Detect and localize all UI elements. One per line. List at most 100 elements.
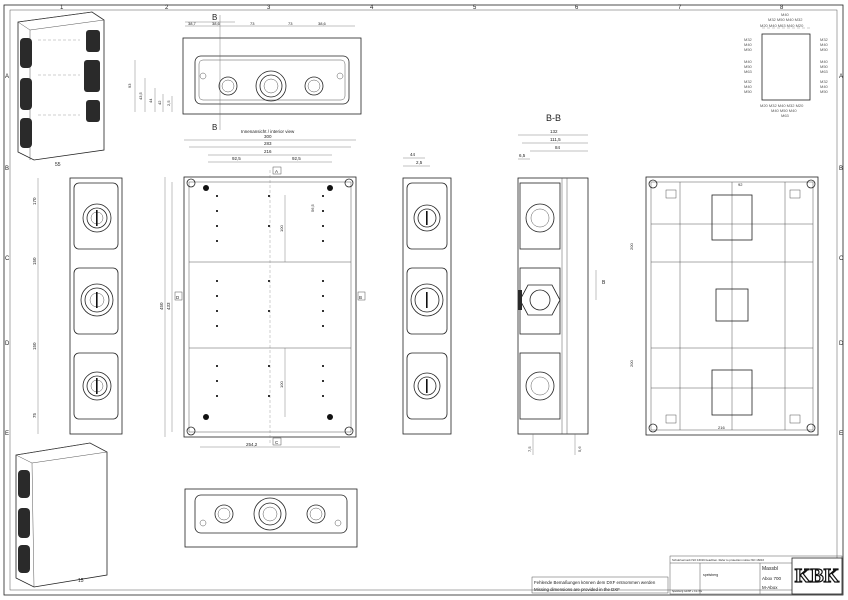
dim-label: 150 — [32, 342, 37, 350]
entry-label: M40 M50 M40 — [771, 108, 797, 113]
col-label: 6 — [575, 5, 579, 11]
entry-label: M32 — [820, 37, 829, 42]
entry-label: M32 M50 M40 M32 — [768, 17, 803, 22]
dim-label: 200 — [629, 360, 634, 367]
isometric-view-closed: 15 — [15, 442, 108, 588]
dim-label: 6,5 — [519, 153, 526, 158]
footer-label: Spelsberg GmbH + Co. KG — [672, 590, 702, 593]
kbk-logo-text: KBK — [795, 565, 840, 587]
dim-label: 92,5 — [232, 156, 241, 161]
dim-label: 92 — [738, 182, 743, 187]
entry-right-column: M32 M40 M50 M40 M50 M63 M32 M40 M50 — [820, 37, 829, 94]
mounting-dots — [216, 195, 324, 397]
entry-label: M40 — [820, 42, 829, 47]
dim-label: 111,5 — [550, 137, 561, 142]
entry-label: M32 — [820, 79, 829, 84]
col-label: 2 — [165, 5, 169, 11]
entry-label: M40 — [744, 59, 753, 64]
section-side-mark: B — [602, 280, 606, 286]
entry-label: M50 — [744, 47, 753, 52]
dim-label: 170 — [32, 197, 37, 205]
marker-label: A — [275, 169, 278, 174]
entry-left-column: M32 M40 M50 M40 M50 M63 M32 M40 M50 — [744, 37, 753, 94]
row-label: E — [5, 431, 9, 437]
left-side-view: 170 150 150 75 — [32, 177, 123, 435]
dim-label: 216 — [718, 425, 725, 430]
entry-label: M63 — [781, 113, 790, 118]
row-label: B — [5, 166, 9, 172]
note-de: Fehlende Bemaßungen können dem DXF entno… — [534, 580, 656, 585]
brand-label: spelsberg — [703, 573, 718, 577]
title-line: Massbl — [762, 566, 778, 572]
title-line: M-Abox — [762, 585, 778, 590]
front-plan-view: 300 283 216 92,5 92,5 450 433 100 100 56… — [159, 134, 366, 448]
row-label-right: C — [839, 256, 844, 262]
dim-label: 44 — [410, 152, 416, 157]
dim-label: 93 — [127, 83, 132, 88]
sheet-inner-frame — [9, 9, 838, 591]
section-b-b-view: B-B 132 111,5 84 6,5 B 7,5 5,6 — [517, 113, 606, 455]
interior-view-caption: Innenansicht / interior view — [241, 129, 295, 134]
col-label: 5 — [473, 5, 477, 11]
back-view: 92 216 200 200 — [629, 176, 819, 436]
row-label-right: E — [839, 431, 843, 437]
right-side-view: 44 2,5 — [402, 152, 452, 435]
dim-label: 450 — [159, 302, 164, 310]
top-view: B B 38,7 38,6 73 73 38,6 93 43,5 44 42 2… — [127, 13, 362, 134]
col-label: 3 — [267, 5, 271, 11]
dim-label: 75 — [32, 412, 37, 418]
kbk-logo: KBK — [791, 557, 843, 595]
entry-label: M20 M40 M63 M40 M20 — [760, 23, 804, 28]
entry-label: M40 — [744, 42, 753, 47]
dim-label: 100 — [279, 381, 284, 388]
entry-label: M50 — [820, 64, 829, 69]
dim-label: 150 — [32, 257, 37, 265]
cable-entry-diagram: M40 M32 M50 M40 M32 M20 M40 M63 M40 M20 … — [744, 12, 829, 118]
dim-label: 283 — [264, 141, 272, 146]
entry-label: M40 — [820, 84, 829, 89]
title-line: Abox 700 — [762, 576, 782, 581]
section-mark-b-top: B — [212, 13, 217, 22]
marker-label: B — [359, 295, 362, 300]
dim-label: 132 — [550, 129, 558, 134]
entry-label: M32 — [744, 79, 753, 84]
dim-label: 433 — [166, 302, 171, 310]
iso-label: 55 — [55, 162, 61, 168]
dim-label: 84 — [555, 145, 561, 150]
dim-label: 56,5 — [310, 203, 315, 212]
entry-label: M50 — [744, 64, 753, 69]
col-label: 7 — [678, 5, 682, 11]
entry-label: M63 — [744, 69, 753, 74]
dim-label: 2,5 — [166, 100, 171, 106]
dim-label: 200 — [629, 243, 634, 250]
bottom-view — [184, 488, 358, 548]
dim-label: 42 — [157, 100, 162, 105]
row-label-right: D — [839, 341, 844, 347]
dim-label: 2,5 — [416, 160, 423, 165]
dim-label: 7,5 — [527, 446, 532, 452]
entry-label: M63 — [820, 69, 829, 74]
dim-label: 5,6 — [577, 446, 582, 452]
dim-label: 38,7 — [188, 21, 197, 26]
row-label: A — [5, 74, 9, 80]
row-label-right: A — [839, 74, 843, 80]
col-label: 1 — [60, 5, 64, 11]
entry-label: M50 — [744, 89, 753, 94]
dim-label: 43,5 — [138, 91, 143, 100]
section-title: B-B — [546, 113, 561, 123]
dim-label: 300 — [264, 134, 272, 139]
dim-label: 254,2 — [246, 442, 258, 447]
col-label: 4 — [370, 5, 374, 11]
dim-label: 100 — [279, 225, 284, 232]
note-en: Missing dimensions are provided in the D… — [534, 587, 620, 592]
dim-label: 38,6 — [318, 21, 327, 26]
entry-label: M20 M32 M40 M32 M20 — [760, 103, 804, 108]
entry-label: M32 — [744, 37, 753, 42]
column-labels: 1 2 3 4 5 6 7 8 — [60, 5, 784, 11]
row-label-right: B — [839, 166, 843, 172]
col-label: 8 — [780, 5, 784, 11]
dim-label: 216 — [264, 149, 272, 154]
dim-label: 73 — [250, 21, 255, 26]
marker-label: D — [176, 295, 180, 300]
